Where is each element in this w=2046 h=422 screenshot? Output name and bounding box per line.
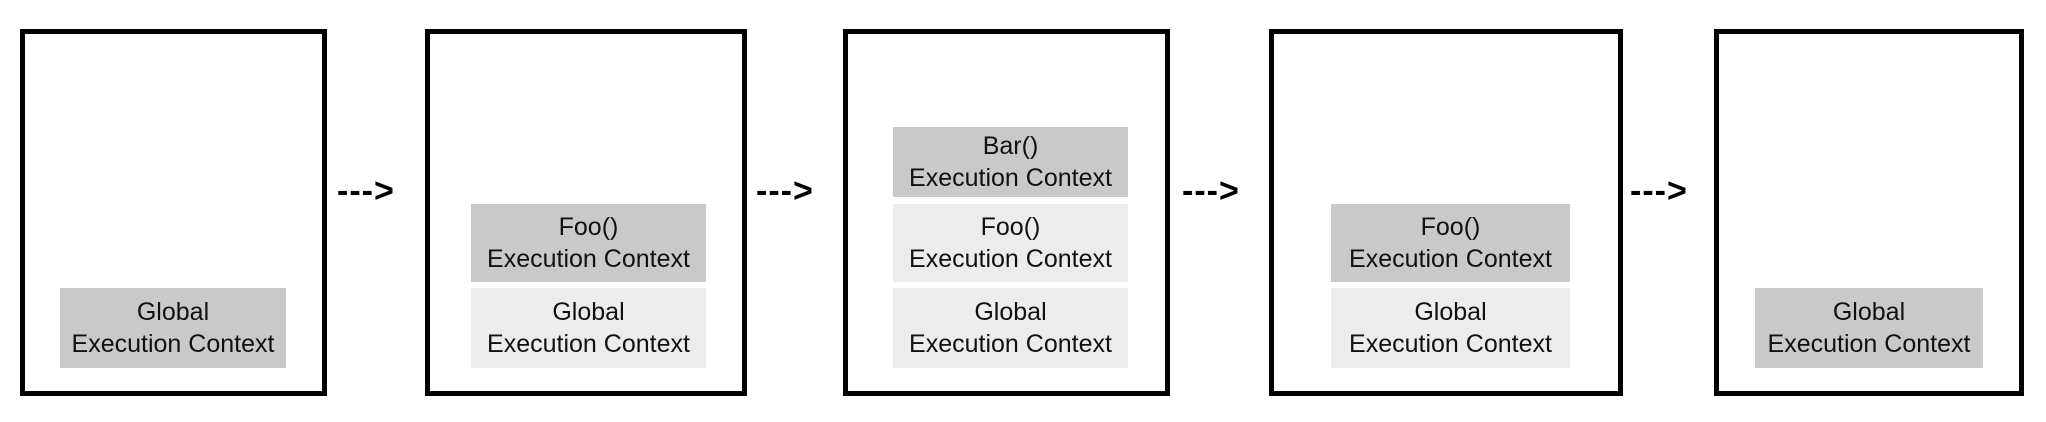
frame-subtitle: Execution Context [909, 164, 1112, 192]
transition-arrow-4: ---> [1630, 172, 1688, 210]
frame-name: Bar() [982, 132, 1039, 160]
stack-frame-foo: Foo() Execution Context [893, 204, 1128, 282]
frame-subtitle: Execution Context [909, 330, 1112, 358]
stack-stage-4: Foo() Execution Context Global Execution… [1269, 29, 1623, 396]
stack-stage-1: Global Execution Context [20, 29, 327, 396]
frame-name: Global [552, 298, 625, 326]
frame-name: Global [1832, 298, 1906, 326]
frame-subtitle: Execution Context [487, 330, 690, 358]
stack-stage-2: Foo() Execution Context Global Execution… [425, 29, 747, 396]
stack-frame-global: Global Execution Context [60, 288, 286, 368]
frame-name: Global [1414, 298, 1487, 326]
stack-frame-foo: Foo() Execution Context [471, 204, 706, 282]
frame-subtitle: Execution Context [1349, 245, 1552, 273]
transition-arrow-2: ---> [756, 172, 814, 210]
stack-frame-global: Global Execution Context [893, 288, 1128, 368]
stack-frame-foo: Foo() Execution Context [1331, 204, 1570, 282]
stack-frame-global: Global Execution Context [1755, 288, 1983, 368]
frame-subtitle: Execution Context [909, 245, 1112, 273]
stack-stage-5: Global Execution Context [1714, 29, 2024, 396]
stack-frame-global: Global Execution Context [471, 288, 706, 368]
transition-arrow-1: ---> [337, 172, 395, 210]
frame-name: Foo() [558, 213, 619, 241]
frame-subtitle: Execution Context [1349, 330, 1552, 358]
transition-arrow-3: ---> [1182, 172, 1240, 210]
frame-name: Foo() [980, 213, 1041, 241]
frame-name: Global [974, 298, 1047, 326]
frame-subtitle: Execution Context [487, 245, 690, 273]
stack-frame-bar: Bar() Execution Context [893, 127, 1128, 197]
stack-frame-global: Global Execution Context [1331, 288, 1570, 368]
frame-name: Global [136, 298, 210, 326]
frame-name: Foo() [1420, 213, 1481, 241]
frame-subtitle: Execution Context [71, 330, 275, 358]
stack-stage-3: Bar() Execution Context Foo() Execution … [843, 29, 1170, 396]
frame-subtitle: Execution Context [1767, 330, 1971, 358]
